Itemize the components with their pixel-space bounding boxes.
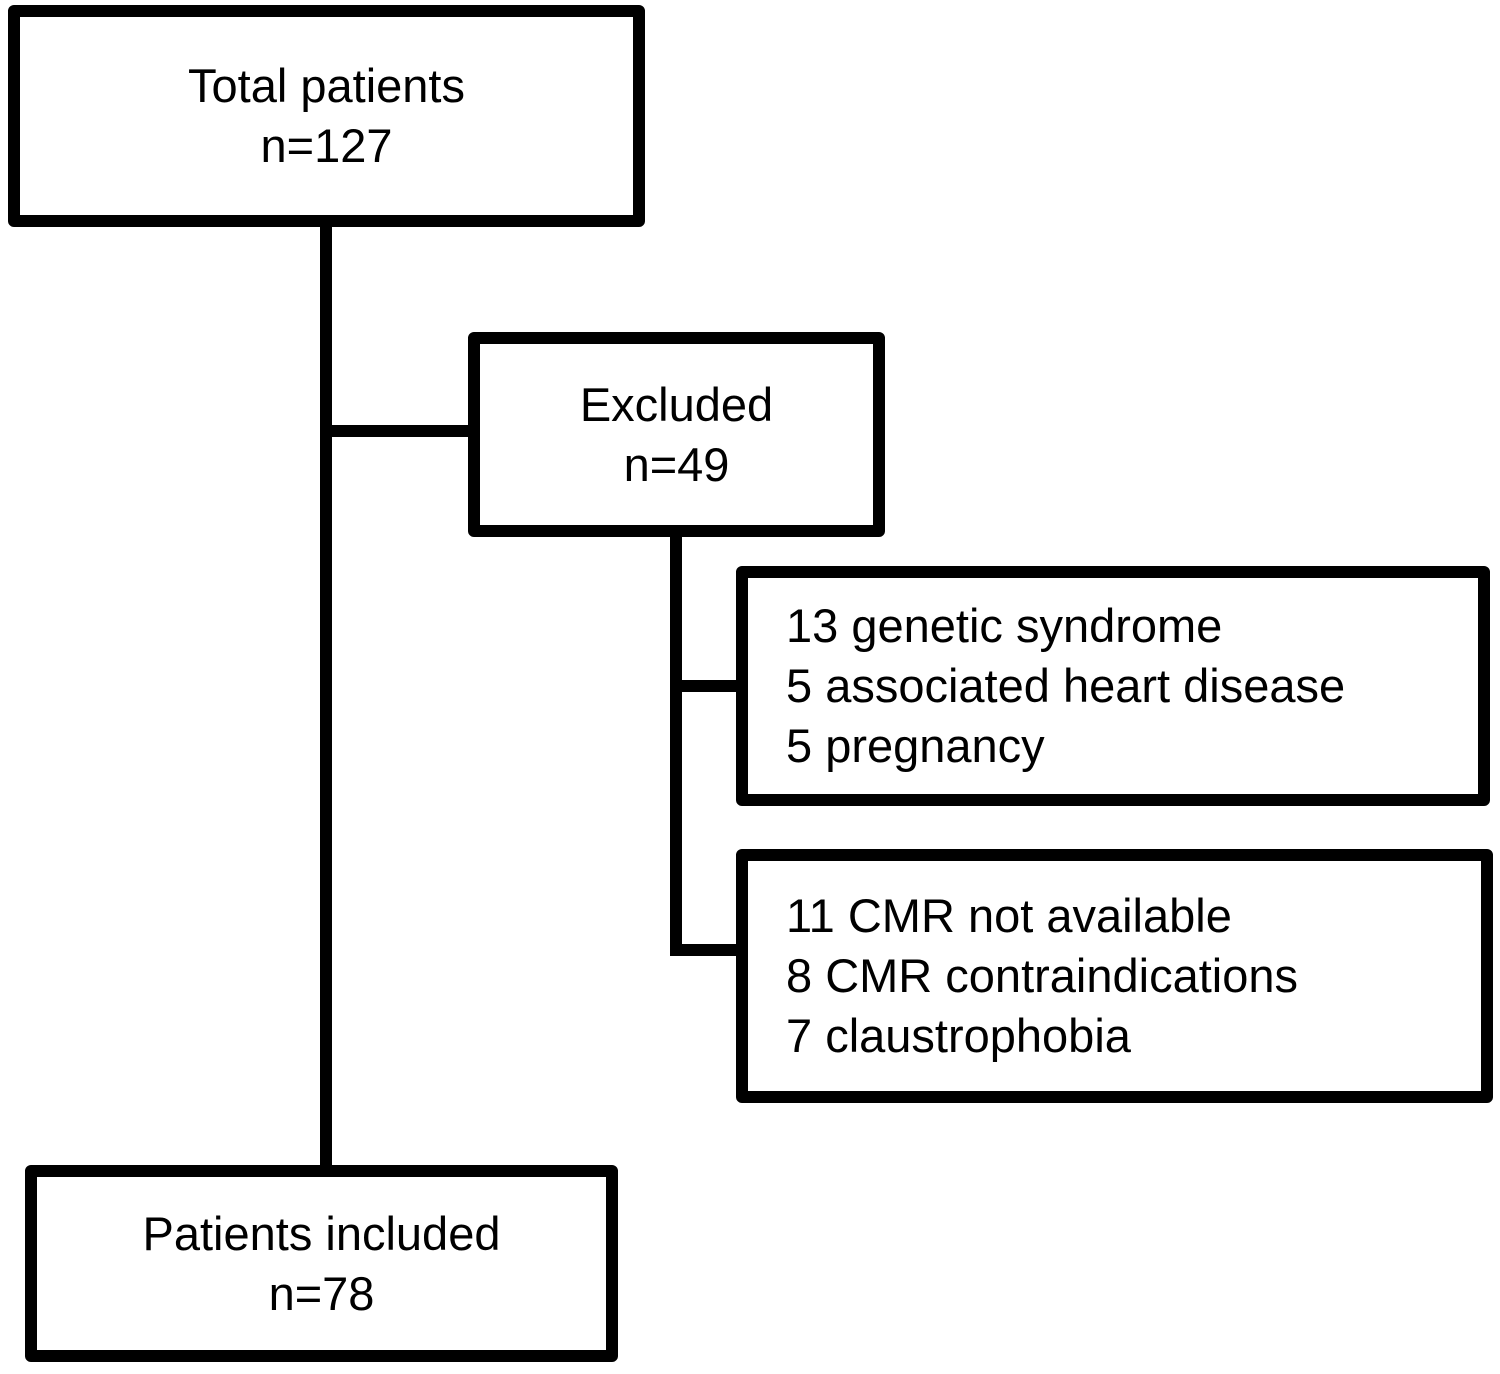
excluded-label: Excluded xyxy=(579,377,774,431)
exclusion-reason-line: 5 pregnancy xyxy=(786,719,1045,772)
node-exclusion-reasons-2: 11 CMR not available 8 CMR contraindicat… xyxy=(736,849,1493,1103)
connector-excluded-drop xyxy=(670,530,682,956)
patients-included-label: Patients included xyxy=(142,1206,501,1260)
excluded-count: n=49 xyxy=(623,437,730,491)
total-patients-count: n=127 xyxy=(260,119,393,172)
node-total-patients: Total patients n=127 xyxy=(8,5,645,227)
connector-branch-to-excluded xyxy=(320,425,470,437)
exclusion-reason-line: 11 CMR not available xyxy=(786,889,1232,942)
exclusion-reason-line: 13 genetic syndrome xyxy=(786,599,1223,652)
exclusion-reason-line: 8 CMR contraindications xyxy=(786,949,1298,1002)
patients-included-count: n=78 xyxy=(268,1266,375,1320)
exclusion-reason-line: 5 associated heart disease xyxy=(786,659,1346,712)
node-exclusion-reasons-1: 13 genetic syndrome 5 associated heart d… xyxy=(736,566,1490,806)
connector-branch-to-reasons-1 xyxy=(670,680,740,692)
node-excluded: Excluded n=49 xyxy=(468,332,885,537)
total-patients-label: Total patients xyxy=(188,59,465,112)
exclusion-reason-line: 7 claustrophobia xyxy=(786,1009,1131,1062)
connector-total-to-included xyxy=(320,220,332,1170)
connector-branch-to-reasons-2 xyxy=(670,944,740,956)
node-patients-included: Patients included n=78 xyxy=(25,1165,618,1362)
